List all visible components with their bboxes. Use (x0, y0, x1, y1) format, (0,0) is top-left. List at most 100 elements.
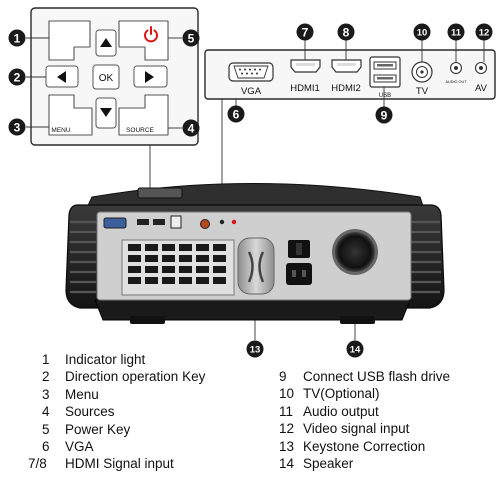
ok-key (92, 64, 120, 90)
callout-4: 4 (182, 119, 200, 137)
legend-text: Keystone Correction (303, 438, 426, 454)
connector-panel (204, 49, 496, 100)
vga-port (228, 62, 274, 82)
usb-ports (369, 56, 401, 88)
callout-10: 10 (413, 23, 431, 41)
legend-item: 6 VGA (4, 438, 205, 455)
corner-key-bottom-left (48, 94, 93, 136)
left-arrow-icon (57, 71, 66, 83)
callout-6: 6 (227, 105, 245, 123)
legend-text: Video signal input (303, 421, 410, 437)
legend-number: 6 (42, 438, 50, 454)
audio-out-label: AUDIO OUT (445, 80, 467, 84)
power-icon (144, 26, 158, 43)
legend-text: Power Key (65, 421, 131, 437)
vent-grille (121, 239, 235, 296)
callout-14: 14 (346, 340, 364, 358)
callout-12: 12 (475, 23, 493, 41)
audio-out-jack (449, 61, 463, 75)
rear-hdmi1-port (137, 219, 149, 225)
corner-key-bottom-right (118, 94, 169, 136)
callout-8: 8 (337, 23, 355, 41)
svg-text:13: 13 (250, 345, 261, 356)
down-arrow-icon (100, 108, 112, 117)
legend-number: 2 (42, 369, 50, 385)
legend-item: 2 Direction operation Key (4, 368, 205, 385)
callout-3: 3 (8, 118, 26, 136)
callout-13: 13 (246, 340, 264, 358)
callout-1: 1 (8, 29, 26, 47)
svg-text:4: 4 (188, 122, 195, 136)
svg-text:1: 1 (14, 32, 21, 46)
rear-tv-port (200, 219, 210, 229)
legend-item: 5 Power Key (4, 421, 205, 438)
legend-number: 1 (42, 352, 50, 367)
tv-coax-port (411, 61, 433, 83)
legend-item: 7/8 HDMI Signal input (4, 455, 205, 472)
rear-usb-port (170, 215, 182, 229)
corner-key-top-left (48, 20, 91, 61)
right-arrow-icon (145, 71, 154, 83)
legend-item: 10 TV(Optional) (279, 385, 450, 402)
svg-text:12: 12 (479, 28, 490, 39)
legend-text: TV(Optional) (303, 386, 380, 402)
power-socket (286, 240, 312, 285)
legend-number: 14 (279, 455, 295, 471)
legend-item: 1 Indicator light (4, 351, 205, 368)
legend-item: 11 Audio output (279, 403, 450, 420)
rear-audio-jack (219, 219, 225, 225)
keystone-knob (237, 237, 275, 295)
svg-text:5: 5 (188, 32, 195, 46)
callout-9: 9 (375, 106, 393, 124)
svg-text:14: 14 (350, 345, 361, 356)
callout-11: 11 (447, 23, 465, 41)
callout-7: 7 (296, 23, 314, 41)
rear-hdmi2-port (153, 219, 165, 225)
svg-text:9: 9 (381, 109, 388, 123)
svg-text:7: 7 (302, 26, 309, 40)
tv-label: TV (416, 86, 429, 97)
legend-number: 10 (279, 386, 295, 402)
svg-text:2: 2 (14, 71, 21, 85)
legend-text: HDMI Signal input (65, 456, 174, 472)
legend-text: Audio output (303, 403, 379, 419)
menu-label: MENU (51, 127, 70, 134)
legend-text: Indicator light (65, 352, 146, 367)
legend-item: 9 Connect USB flash drive (279, 368, 450, 385)
legend-text: VGA (65, 438, 94, 454)
speaker-grille (332, 229, 378, 275)
hdmi1-label: HDMI1 (290, 83, 320, 94)
usb-label: USB (379, 93, 391, 99)
legend-number: 7/8 (28, 456, 47, 472)
callout-2: 2 (8, 68, 26, 86)
legend-text: Direction operation Key (65, 369, 206, 385)
svg-text:11: 11 (451, 28, 462, 39)
legend-number: 5 (42, 421, 50, 437)
rear-av-jack (231, 219, 237, 225)
legend-item: 12 Video signal input (279, 420, 450, 437)
av-jack (474, 61, 488, 75)
legend-number: 4 (42, 404, 50, 420)
keypad-panel (30, 7, 199, 146)
up-arrow-icon (100, 38, 112, 47)
hdmi2-label: HDMI2 (331, 83, 361, 94)
av-label: AV (475, 83, 488, 94)
legend-text: Connect USB flash drive (303, 369, 451, 384)
top-keypad (137, 187, 183, 199)
projector-body (65, 183, 445, 324)
callout-5: 5 (182, 29, 200, 47)
svg-text:3: 3 (14, 121, 21, 135)
legend-number: 9 (279, 369, 287, 384)
legend-item: 14 Speaker (279, 455, 450, 472)
svg-text:8: 8 (343, 26, 350, 40)
source-label: SOURCE (126, 127, 154, 134)
legend-number: 12 (279, 421, 295, 437)
legend-number: 11 (279, 403, 294, 419)
legend-text: Speaker (303, 455, 354, 471)
rear-vga-port (103, 217, 127, 229)
